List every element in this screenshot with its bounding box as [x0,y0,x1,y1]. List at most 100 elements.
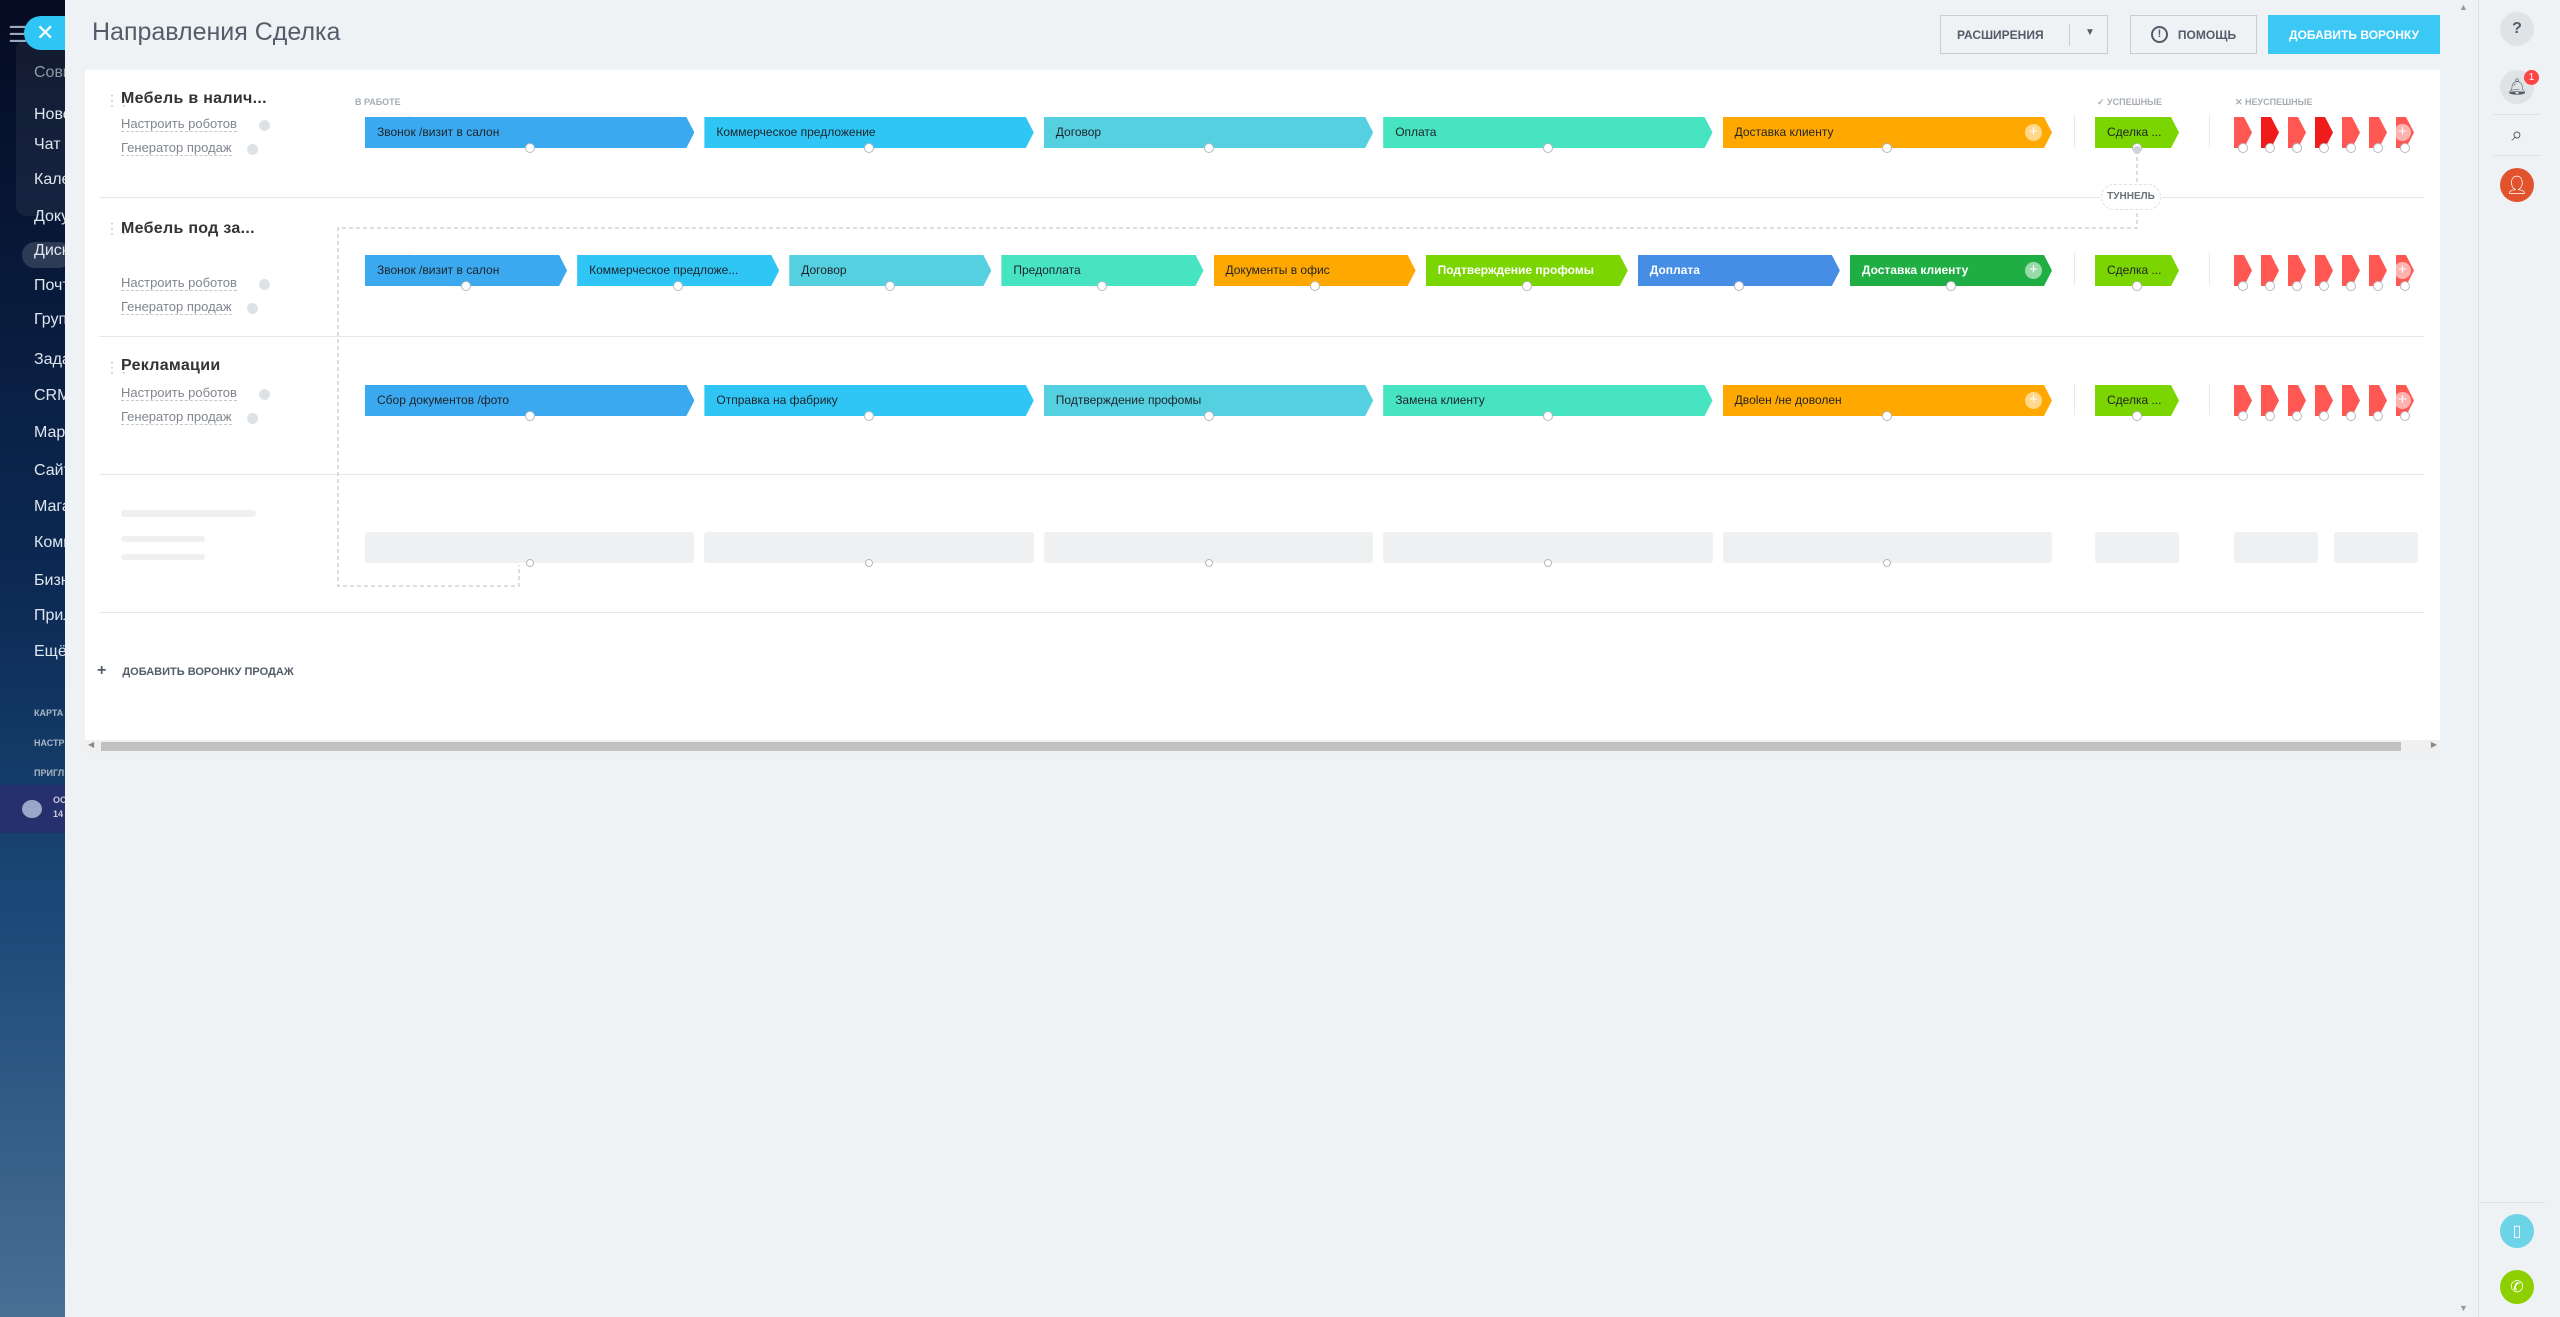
fail-stage[interactable] [2234,117,2252,148]
scroll-down-arrow[interactable]: ▼ [2459,1303,2468,1313]
stage-connector-dot[interactable] [2132,411,2142,421]
horizontal-scrollbar[interactable]: ◀ ▶ [85,740,2440,753]
fail-stage[interactable] [2342,255,2360,286]
drag-handle-icon[interactable]: ⋮⋮ [105,92,131,108]
nav-item[interactable]: Ещё [34,643,65,660]
nav-item[interactable]: Доку [34,208,65,225]
nav-item[interactable]: Ново [34,106,65,123]
help-hint-icon[interactable] [259,389,270,400]
stage-connector-dot[interactable] [1542,411,1553,421]
nav-item[interactable]: Сайт [34,462,65,479]
scroll-right-arrow[interactable]: ▶ [2430,740,2437,749]
stage-connector-dot[interactable] [2238,281,2248,291]
stage[interactable]: Звонок /визит в салон [365,117,694,148]
fail-stage[interactable] [2315,385,2333,416]
stage-connector-dot[interactable] [1882,411,1893,421]
stage[interactable]: Оплата [1383,117,1712,148]
scroll-left-arrow[interactable]: ◀ [88,740,95,749]
stage-connector-dot[interactable] [1882,143,1893,153]
help-hint-icon[interactable] [247,413,258,424]
extensions-button[interactable]: РАСШИРЕНИЯ ▼ [1940,15,2108,54]
stage-connector-dot[interactable] [2373,281,2383,291]
nav-item[interactable]: Чат [34,136,61,153]
close-slider-button[interactable]: ✕ [24,16,65,50]
stage-connector-dot[interactable] [1309,281,1320,291]
nav-item[interactable]: Марк [34,424,65,441]
nav-item[interactable]: Мага [34,498,65,515]
fail-stage[interactable] [2315,117,2333,148]
fail-stage[interactable] [2261,117,2279,148]
tunnel-badge[interactable]: ТУННЕЛЬ [2101,184,2161,210]
add-stage-plus-icon[interactable]: + [2025,124,2042,141]
nav-item[interactable]: Кале [34,171,65,188]
stage-connector-dot[interactable] [1203,143,1214,153]
nav-footer-link[interactable]: ПРИГЛ [34,768,65,778]
search-icon[interactable]: ⌕ [2511,123,2523,146]
help-hint-icon[interactable] [247,144,258,155]
add-fail-stage-plus-icon[interactable]: + [2394,124,2411,141]
nav-item[interactable]: Совм [34,64,65,81]
nav-item[interactable]: CRM [34,387,65,404]
fail-stage[interactable] [2315,255,2333,286]
help-hint-icon[interactable] [259,120,270,131]
funnel-name[interactable]: Мебель в налич... [121,90,267,107]
stage-connector-dot[interactable] [2132,281,2142,291]
help-hint-icon[interactable] [247,303,258,314]
nav-footer-link[interactable]: НАСТР [34,738,65,748]
stage-connector-dot[interactable] [2373,143,2383,153]
stage-connector-dot[interactable] [1203,411,1214,421]
nav-item[interactable]: Бизн [34,572,65,589]
fail-stage[interactable] [2342,117,2360,148]
stage-connector-dot[interactable] [2319,411,2329,421]
fail-stage[interactable] [2288,255,2306,286]
add-fail-stage-plus-icon[interactable]: + [2394,262,2411,279]
stage-connector-dot[interactable] [2238,411,2248,421]
drag-handle-icon[interactable]: ⋮⋮ [105,359,131,375]
stage[interactable]: Коммерческое предложение [704,117,1033,148]
fail-stage[interactable] [2369,385,2387,416]
chevron-down-icon[interactable]: ▼ [2085,27,2095,38]
success-stage[interactable]: Сделка ... [2095,117,2179,148]
configure-robots-link[interactable]: Настроить роботов [121,275,237,291]
scrollbar-thumb[interactable] [101,742,2401,751]
nav-item[interactable]: Прил [34,607,65,624]
menu-icon[interactable]: ☰ [8,22,28,47]
stage-connector-dot[interactable] [864,143,875,153]
vertical-scrollbar[interactable]: ▲ ▼ [2455,0,2475,1317]
stage[interactable]: Доставка клиенту [1723,117,2052,148]
stage-connector-dot[interactable] [1733,281,1744,291]
mobile-cloud-icon[interactable]: ▯ [2500,1214,2534,1248]
nav-item[interactable]: Почт [34,277,65,294]
stage-connector-dot[interactable] [2319,143,2329,153]
configure-robots-link[interactable]: Настроить роботов [121,385,237,401]
stage-connector-dot[interactable] [2319,281,2329,291]
stage-connector-dot[interactable] [673,281,684,291]
stage-connector-dot[interactable] [2400,281,2410,291]
add-stage-plus-icon[interactable]: + [2025,262,2042,279]
fail-stage[interactable] [2261,385,2279,416]
stage-connector-dot[interactable] [2373,411,2383,421]
stage-connector-dot[interactable] [2265,281,2275,291]
stage[interactable]: Договор [1044,117,1373,148]
stage-connector-dot[interactable] [2238,143,2248,153]
user-avatar[interactable]: 👤︎ [2500,168,2534,202]
nav-item[interactable]: Комм [34,534,65,551]
help-hint-icon[interactable] [259,279,270,290]
stage-connector-dot[interactable] [1945,281,1956,291]
fail-stage[interactable] [2342,385,2360,416]
add-sales-funnel-link[interactable]: +ДОБАВИТЬ ВОРОНКУ ПРОДАЖ [97,662,294,680]
stage-connector-dot[interactable] [2292,281,2302,291]
stage-connector-dot[interactable] [864,411,875,421]
funnel-name[interactable]: Мебель под за... [121,220,255,237]
stage-connector-dot[interactable] [2400,143,2410,153]
nav-item[interactable]: Диск [34,242,65,259]
stage-connector-dot[interactable] [2346,143,2356,153]
fail-stage[interactable] [2369,255,2387,286]
drag-handle-icon[interactable]: ⋮⋮ [105,220,131,236]
fail-stage[interactable] [2288,385,2306,416]
funnel-name[interactable]: Рекламации [121,357,221,374]
sales-generator-link[interactable]: Генератор продаж [121,409,232,425]
stage-connector-dot[interactable] [2292,143,2302,153]
fail-stage[interactable] [2369,117,2387,148]
help-button[interactable]: ! ПОМОЩЬ [2130,15,2257,54]
